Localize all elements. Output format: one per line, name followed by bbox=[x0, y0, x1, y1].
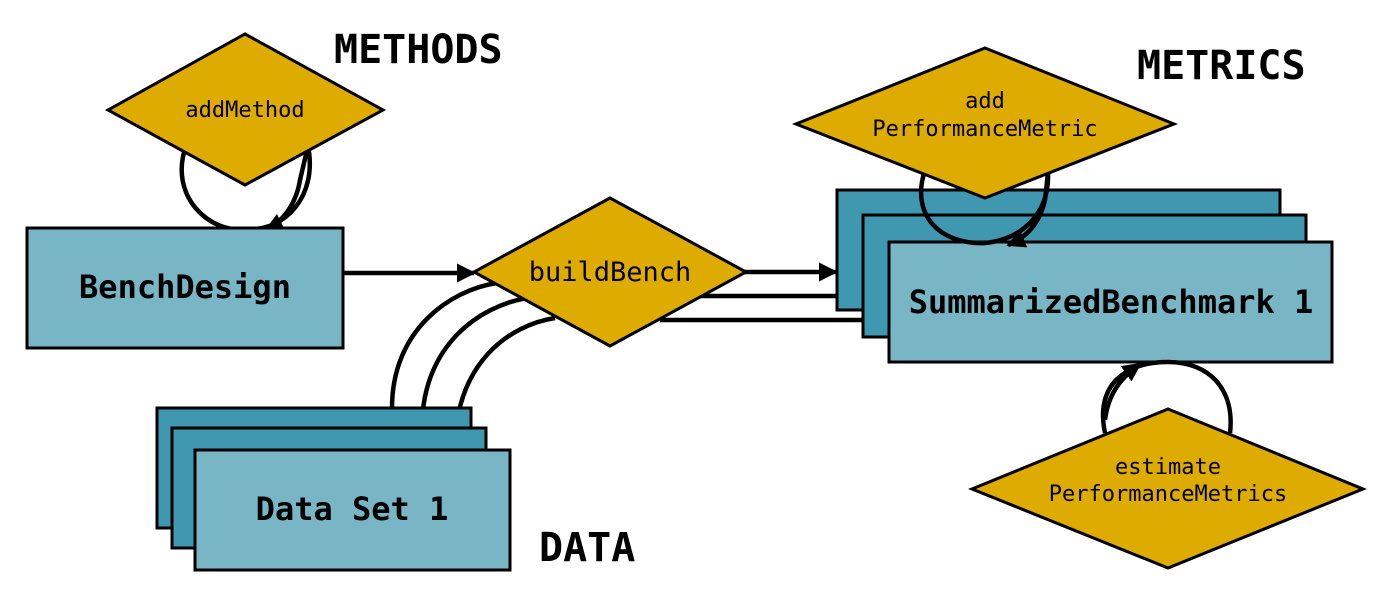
estimate-metrics-label-line1: estimate bbox=[1115, 455, 1221, 480]
data-curve-1 bbox=[389, 280, 498, 409]
methods-heading: METHODS bbox=[334, 27, 503, 73]
data-set-label: Data Set 1 bbox=[256, 490, 449, 528]
summarized-benchmark-stack: SummarizedBenchmark 1 bbox=[835, 188, 1334, 364]
add-metric-label-line1: add bbox=[965, 89, 1005, 114]
summarized-benchmark-label: SummarizedBenchmark 1 bbox=[909, 283, 1314, 321]
metrics-heading: METRICS bbox=[1137, 43, 1306, 89]
data-set-stack: Data Set 1 bbox=[155, 406, 512, 572]
data-heading: DATA bbox=[539, 525, 635, 571]
add-metric-loop-arrow bbox=[918, 169, 1051, 248]
build-bench-label: buildBench bbox=[529, 257, 692, 288]
add-method-operation: addMethod bbox=[104, 32, 387, 187]
build-bench-operation: buildBench bbox=[470, 196, 750, 348]
bench-design-label: BenchDesign bbox=[79, 268, 291, 306]
bench-design-box: BenchDesign bbox=[25, 226, 345, 350]
estimate-metrics-operation: estimate PerformanceMetrics bbox=[968, 407, 1367, 570]
estimate-metrics-loop-arrow bbox=[1100, 362, 1233, 434]
estimate-metrics-label-line2: PerformanceMetrics bbox=[1049, 482, 1287, 507]
add-method-label: addMethod bbox=[185, 98, 304, 123]
add-metric-label-line2: PerformanceMetric bbox=[872, 117, 1097, 142]
add-method-loop-arrow bbox=[179, 145, 312, 233]
add-metric-operation: add PerformanceMetric bbox=[791, 46, 1179, 200]
data-curve-2 bbox=[419, 295, 528, 429]
